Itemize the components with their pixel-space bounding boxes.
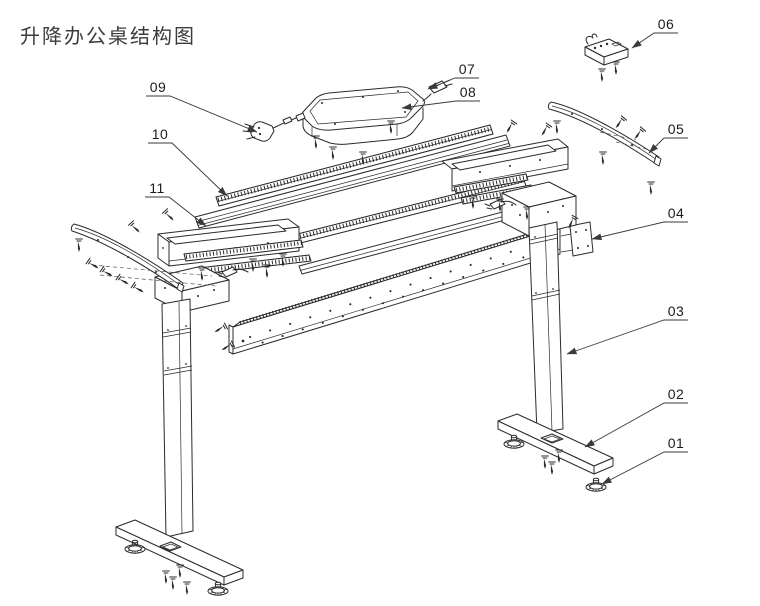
callout-07: 07 [427,61,479,90]
part-06-controller [584,33,629,66]
callout-04-label: 04 [668,205,685,221]
part-04-mounting-plate [560,221,594,257]
callout-11: 11 [145,180,207,227]
part-08-control-box [295,86,425,145]
support-arm-left [70,223,217,293]
callout-10-label: 10 [152,126,169,142]
part-03-lifting-column-right [501,181,577,434]
end-bracket-right [441,138,569,192]
part-02-foot-beam-right [497,413,614,475]
part-10-side-rail [215,124,494,207]
callout-08-label: 08 [460,84,477,100]
foot-beam-left [115,519,244,586]
callout-10: 10 [148,126,228,197]
part-07-connector-cable [422,79,453,102]
callout-04: 04 [591,205,688,241]
callout-01-label: 01 [668,435,685,451]
callout-08: 08 [401,84,480,111]
callout-06: 06 [631,16,678,49]
callout-11-label: 11 [149,180,165,196]
cable-connector-left [216,266,249,278]
callout-05: 05 [648,121,688,154]
callout-09-label: 09 [150,79,167,95]
callout-09: 09 [146,79,258,133]
callout-05-label: 05 [668,121,685,137]
callout-03: 03 [566,303,688,355]
part-05-support-arm-right [547,101,662,167]
callout-02-label: 02 [668,386,685,402]
callout-02: 02 [584,386,688,448]
callout-03-label: 03 [668,303,685,319]
callout-07-label: 07 [459,61,476,77]
diagram-title: 升降办公桌结构图 [20,26,196,48]
lifting-column-left [154,265,230,538]
callout-06-label: 06 [658,16,675,32]
callout-01: 01 [601,435,688,485]
callouts: 01 02 03 04 05 06 [145,16,688,485]
